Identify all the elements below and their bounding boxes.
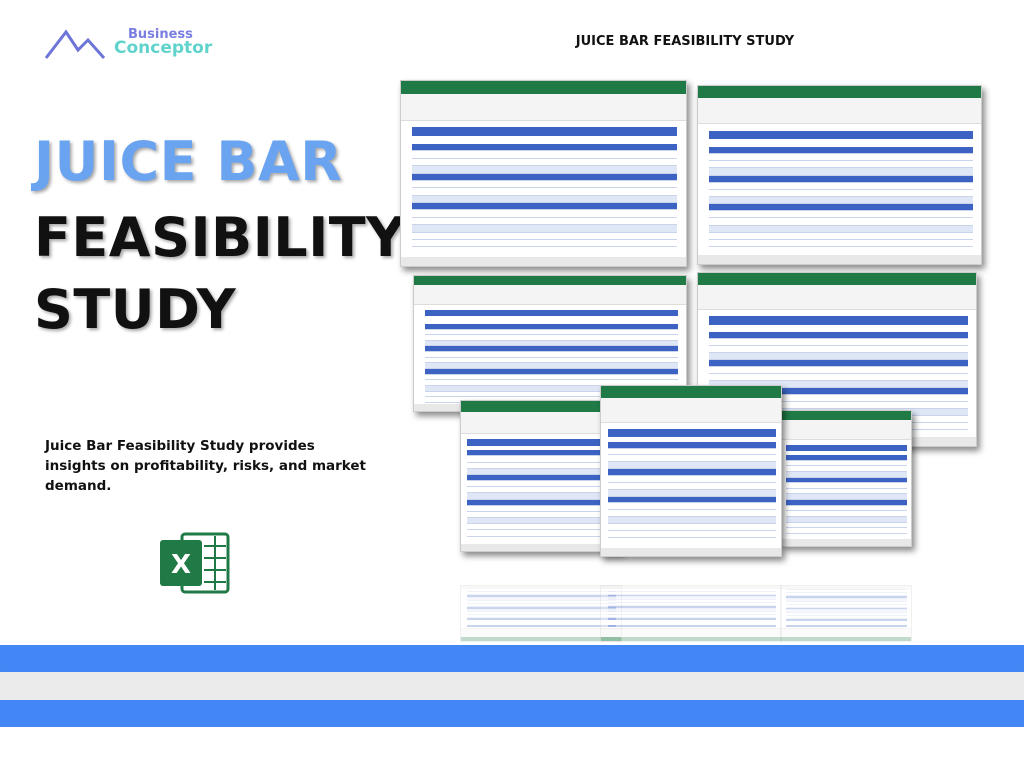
- logo-line2: Conceptor: [114, 38, 213, 58]
- description: Juice Bar Feasibility Study provides ins…: [45, 438, 367, 494]
- gray-stripe: [0, 672, 1024, 700]
- screenshot-reflection: [600, 585, 782, 642]
- excel-letter: X: [171, 550, 191, 580]
- screenshot-reflection: [460, 585, 622, 642]
- spreadsheet-screenshot: [400, 80, 687, 267]
- blue-stripe-bottom: [0, 700, 1024, 727]
- header-title: JUICE BAR FEASIBILITY STUDY: [575, 34, 795, 49]
- spreadsheet-screenshot: [413, 275, 687, 412]
- hero-title-line3: STUDY: [34, 278, 237, 341]
- excel-icon: X: [160, 532, 230, 598]
- spreadsheet-screenshot: [780, 410, 912, 547]
- mountain-icon: [44, 29, 106, 59]
- blue-stripe-top: [0, 645, 1024, 675]
- screenshot-reflection: [780, 585, 912, 642]
- logo-line1: Business: [128, 27, 193, 42]
- spreadsheet-screenshot: [697, 85, 982, 265]
- business-conceptor-logo: Business Conceptor: [44, 26, 212, 60]
- spreadsheet-screenshot: [600, 385, 782, 557]
- hero-title-line1: JUICE BAR: [34, 130, 343, 193]
- spreadsheet-screenshot: [460, 400, 622, 552]
- hero-title-line2: FEASIBILITY: [34, 206, 406, 269]
